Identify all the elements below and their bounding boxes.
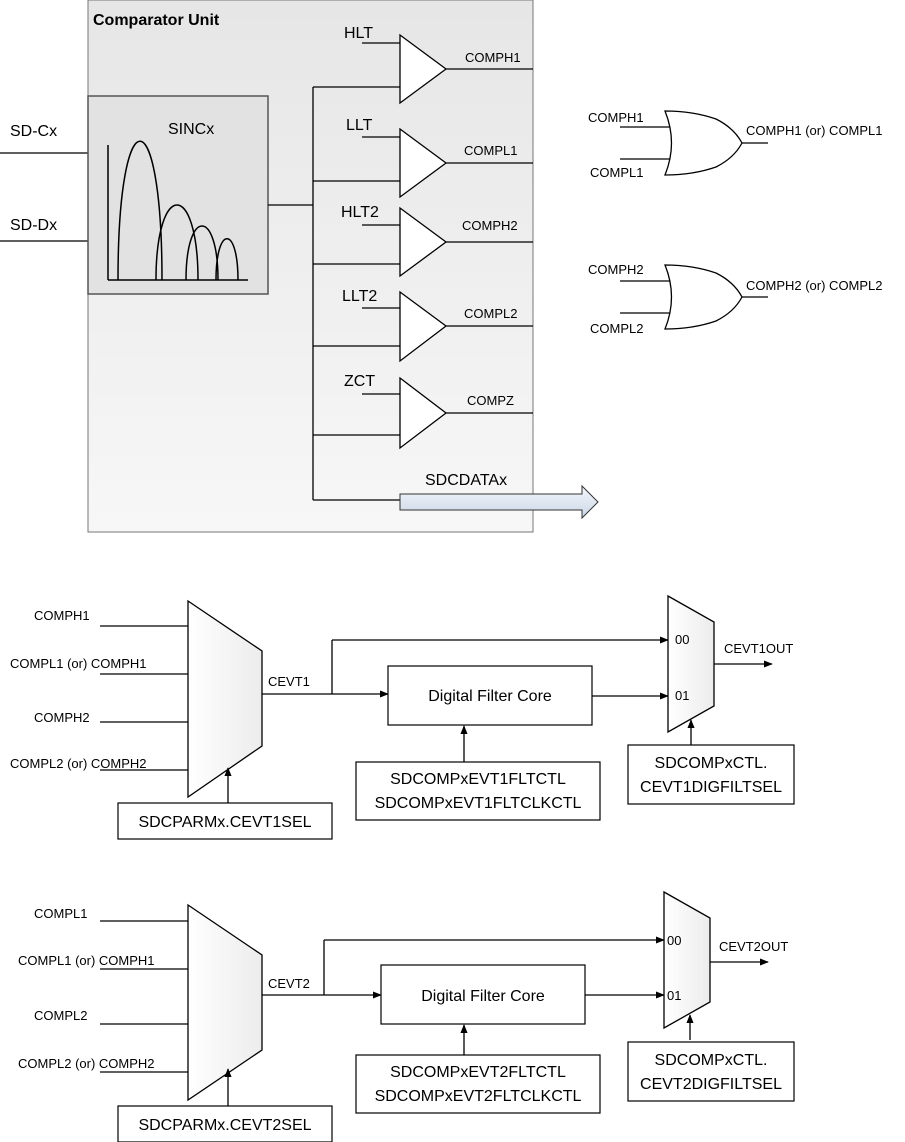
threshold-hlt2: HLT2 — [341, 204, 379, 221]
cevt2-digital-filter: Digital Filter Core — [421, 988, 545, 1005]
cevt1-mux-input-1: COMPH1 — [34, 608, 90, 623]
output-compz: COMPZ — [467, 393, 514, 408]
output-compl2: COMPL2 — [464, 306, 517, 321]
cevt2-output-mux-in0: 00 — [667, 933, 681, 948]
or1-input-1: COMPH1 — [588, 110, 644, 125]
cevt2-label: CEVT2 — [268, 976, 310, 991]
cevt2-output-mux — [663, 890, 711, 1030]
cevt2-out-select-1: SDCOMPxCTL. — [655, 1052, 768, 1069]
cevt2-mux-input-1: COMPL1 — [34, 906, 87, 921]
or2-output: COMPH2 (or) COMPL2 — [746, 278, 883, 293]
cevt2-filter-reg-2: SDCOMPxEVT2FLTCLKCTL — [375, 1088, 582, 1105]
comparator-4: LLT2 COMPL2 — [313, 288, 533, 363]
cevt1-mux-input-2: COMPL1 (or) COMPH1 — [10, 656, 147, 671]
cevt1-filter-reg-2: SDCOMPxEVT1FLTCLKCTL — [375, 795, 582, 812]
threshold-llt2: LLT2 — [342, 288, 377, 305]
cevt1-output-mux-in1: 01 — [675, 688, 689, 703]
cevt2-mux-input-2: COMPL1 (or) COMPH1 — [18, 953, 155, 968]
or2-input-2: COMPL2 — [590, 321, 643, 336]
cevt2-mux-input-3: COMPL2 — [34, 1008, 87, 1023]
comparator-1: HLT COMPH1 — [313, 25, 533, 105]
cevt2-output-mux-in1: 01 — [667, 988, 681, 1003]
cevt1-filter-reg-1: SDCOMPxEVT1FLTCTL — [390, 771, 566, 788]
cevt2-mux-input-4: COMPL2 (or) COMPH2 — [18, 1056, 155, 1071]
cevt2out-label: CEVT2OUT — [719, 939, 788, 954]
cevt2-out-select-2: CEVT2DIGFILTSEL — [640, 1076, 782, 1093]
or1-output: COMPH1 (or) COMPL1 — [746, 123, 883, 138]
input-sd-cx: SD-Cx — [10, 123, 57, 140]
sinc-filter-label: SINCx — [168, 121, 214, 138]
or-gate-1: COMPH1 COMPL1 COMPH1 (or) COMPL1 — [588, 110, 883, 180]
cevt1-out-select-1: SDCOMPxCTL. — [655, 755, 768, 772]
sinc-response-icon — [107, 140, 248, 281]
cevt1-digital-filter: Digital Filter Core — [428, 688, 552, 705]
cevt1out-label: CEVT1OUT — [724, 641, 793, 656]
or-gate-2: COMPH2 COMPL2 COMPH2 (or) COMPL2 — [588, 262, 883, 336]
sdcdatax-bus-arrow — [399, 484, 599, 520]
comparator-2: LLT COMPL1 — [313, 117, 533, 199]
cevt2-filter-reg-1: SDCOMPxEVT2FLTCTL — [390, 1064, 566, 1081]
comparator-5: ZCT COMPZ — [313, 373, 533, 450]
output-comph2: COMPH2 — [462, 218, 518, 233]
cevt1-output-mux-in0: 00 — [675, 632, 689, 647]
cevt2-select-mux — [187, 903, 263, 1102]
cevt1-output-mux — [667, 594, 715, 734]
or2-input-1: COMPH2 — [588, 262, 644, 277]
sdcdatax-label: SDCDATAx — [425, 472, 507, 489]
or1-input-2: COMPL1 — [590, 165, 643, 180]
cevt1-select-register: SDCPARMx.CEVT1SEL — [138, 814, 311, 831]
event-path-1: COMPH1 COMPL1 (or) COMPH1 COMPH2 COMPL2 … — [10, 594, 795, 840]
cevt1-mux-input-4: COMPL2 (or) COMPH2 — [10, 756, 147, 771]
cevt2-select-register: SDCPARMx.CEVT2SEL — [138, 1117, 311, 1134]
threshold-zct: ZCT — [344, 373, 375, 390]
threshold-hlt: HLT — [344, 25, 373, 42]
cevt1-mux-input-3: COMPH2 — [34, 710, 90, 725]
threshold-llt: LLT — [346, 117, 373, 134]
output-compl1: COMPL1 — [464, 143, 517, 158]
event-path-2: COMPL1 COMPL1 (or) COMPH1 COMPL2 COMPL2 … — [18, 890, 795, 1142]
cevt1-label: CEVT1 — [268, 674, 310, 689]
cevt1-out-select-2: CEVT1DIGFILTSEL — [640, 779, 782, 796]
input-sd-dx: SD-Dx — [10, 217, 57, 234]
comparator-unit: Comparator Unit SD-Cx SD-Dx SINCx HLT CO… — [0, 0, 599, 533]
output-comph1: COMPH1 — [465, 50, 521, 65]
comparator-3: HLT2 COMPH2 — [313, 204, 533, 278]
cevt1-select-mux — [187, 599, 263, 799]
comparator-unit-title: Comparator Unit — [93, 12, 220, 29]
